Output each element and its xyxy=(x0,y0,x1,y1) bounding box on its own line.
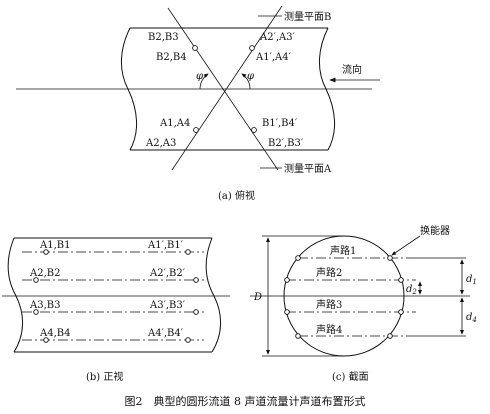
transducer-point xyxy=(295,255,301,261)
phi-right: φ xyxy=(247,71,254,82)
label-a1a4: A1,A4 xyxy=(159,118,190,129)
front-label-right-4: A4′,B4′ xyxy=(147,328,184,339)
path-label-1: 声路1 xyxy=(330,244,356,257)
transducer-point xyxy=(185,337,191,343)
label-a1a4-prime: A1′,A4′ xyxy=(255,52,292,63)
transducer-point xyxy=(43,337,49,343)
transducer-point xyxy=(193,277,199,283)
caption-c: (c) 截面 xyxy=(332,370,369,383)
label-a2a3: A2,A3 xyxy=(145,138,176,149)
front-right-break xyxy=(205,237,221,353)
front-left-break xyxy=(7,237,23,353)
transducer-point xyxy=(43,249,49,255)
transducer-point xyxy=(284,277,290,283)
cross-section: 声路1 声路2 声路3 声路4 换能器 D d1 d4 d2 (c) 截面 xyxy=(250,224,477,383)
label-b2b4: B2,B4 xyxy=(156,52,187,63)
plane-a-line xyxy=(171,5,283,171)
transducer-point xyxy=(192,45,198,51)
transducer-point xyxy=(33,309,39,315)
front-label-right-2: A2′,B2′ xyxy=(149,268,186,279)
front-label-right-1: A1′,B1′ xyxy=(147,240,184,251)
transducer-point xyxy=(398,277,404,283)
caption-a: (a) 俯视 xyxy=(218,189,255,202)
front-label-left-1: A1,B1 xyxy=(39,240,70,251)
top-view: 流向 测量平面B 测量平面A φ φ B2,B3 B2,B4 A2′,A3′ A… xyxy=(16,5,380,202)
dim-d4-label: d4 xyxy=(466,312,477,324)
path-label-2: 声路2 xyxy=(316,266,342,279)
plane-a-label: 测量平面A xyxy=(284,162,332,175)
label-b2b3: B2,B3 xyxy=(148,32,179,43)
label-b2b3-prime: B2′,B3′ xyxy=(268,138,304,149)
dim-d-label: D xyxy=(253,292,262,303)
front-view: A1,B1 A1′,B1′ A2,B2 A2′,B2′ A3,B3 A3′,B3… xyxy=(2,237,230,383)
flow-label: 流向 xyxy=(342,63,362,76)
transducer-point xyxy=(398,309,404,315)
transducer-point xyxy=(284,309,290,315)
transducer-leader xyxy=(391,235,421,256)
label-a2a3-prime: A2′,A3′ xyxy=(259,32,296,43)
dim-d2-label: d2 xyxy=(406,284,417,296)
angle-arc-left xyxy=(199,73,209,90)
path-label-3: 声路3 xyxy=(316,298,342,311)
transducer-point xyxy=(193,127,199,133)
front-label-right-3: A3′,B3′ xyxy=(149,300,186,311)
front-label-left-3: A3,B3 xyxy=(29,300,60,311)
front-label-left-4: A4,B4 xyxy=(39,328,70,339)
transducer-point xyxy=(295,333,301,339)
transducer-label: 换能器 xyxy=(420,224,450,237)
transducer-point xyxy=(387,333,393,339)
plane-b-label: 测量平面B xyxy=(284,10,331,23)
label-b1b4-prime: B1′,B4′ xyxy=(262,118,298,129)
transducer-point xyxy=(193,309,199,315)
angle-arc-right xyxy=(241,73,251,90)
dim-d1-label: d1 xyxy=(466,274,477,286)
transducer-point xyxy=(33,277,39,283)
phi-left: φ xyxy=(196,71,203,82)
transducer-point xyxy=(185,249,191,255)
front-label-left-2: A2,B2 xyxy=(29,268,60,279)
plane-b-line xyxy=(167,7,279,171)
transducer-point xyxy=(249,45,255,51)
transducer-point xyxy=(251,127,257,133)
path-label-4: 声路4 xyxy=(316,323,342,336)
figure-caption: 图2 典型的圆形流道 8 声道流量计声道布置形式 xyxy=(125,394,366,408)
transducer-point xyxy=(387,255,393,261)
caption-b: (b) 正视 xyxy=(86,370,123,383)
